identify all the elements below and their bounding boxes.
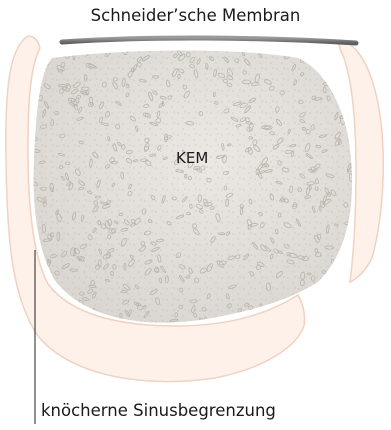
bone-label: knöcherne Sinusbegrenzung [41,401,276,420]
graft-granule [341,303,348,312]
schneider-membrane-bar [62,38,356,43]
membrane-label: Schneider’sche Membran [0,6,391,25]
graft-granule [302,292,310,300]
graft-granule [340,267,347,275]
graft-granule [346,122,351,127]
graft-granule [307,316,313,321]
graft-granule [333,75,339,79]
graft-granule [48,51,56,57]
graft-granule [334,270,340,275]
graft-granule [308,308,313,313]
graft-granule [328,57,337,65]
graft-granule [348,231,354,236]
graft-granule [331,273,339,278]
graft-granule [339,79,345,83]
graft-speckle-texture [30,50,360,330]
graft-granule [332,92,337,94]
graft-granule [40,57,48,65]
graft-granule [344,99,351,104]
graft-granule [43,57,49,66]
graft-granule [327,312,330,319]
graft-label: KEM [176,149,208,167]
graft-granule [349,243,352,250]
